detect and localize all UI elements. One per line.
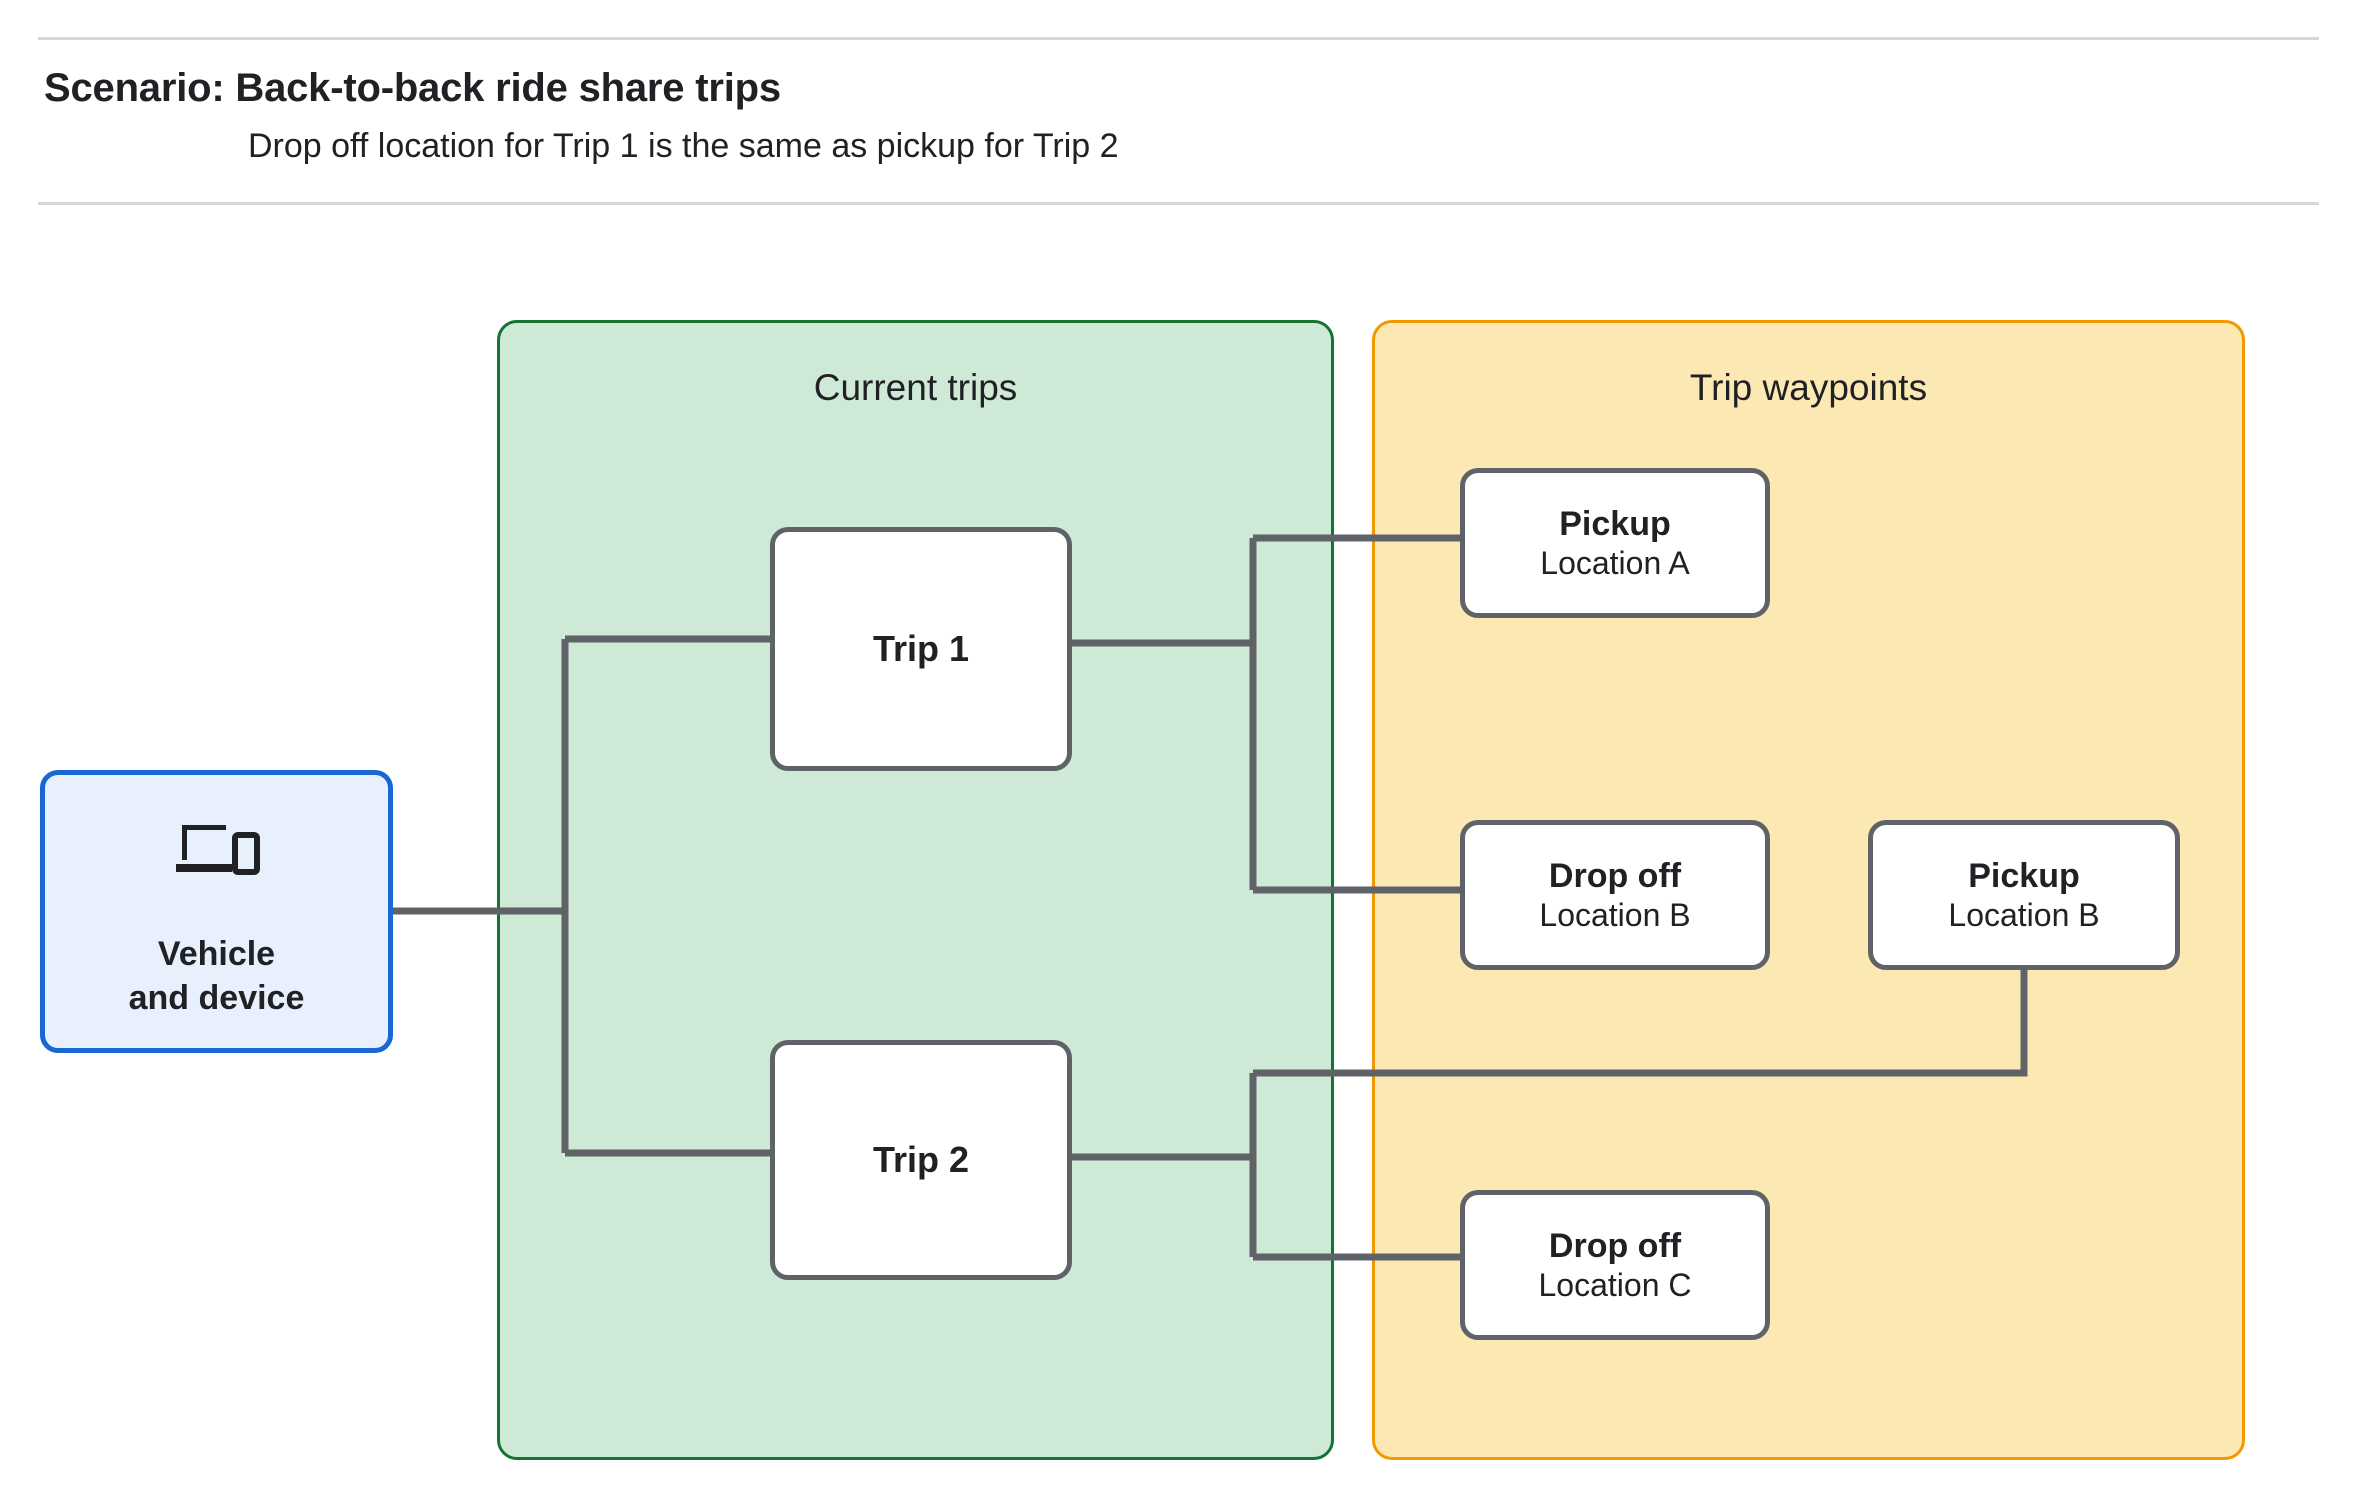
laptop-and-phone-icon bbox=[175, 825, 260, 875]
vehicle-and-device-label: Vehicle and device bbox=[128, 935, 305, 1017]
node-trip-1[interactable]: Trip 1 bbox=[770, 527, 1072, 771]
node-vehicle-and-device[interactable]: Vehicle and device bbox=[40, 770, 393, 1053]
waypoint-location-label: Location B bbox=[1539, 896, 1691, 933]
waypoint-location-label: Location A bbox=[1540, 544, 1690, 581]
node-waypoint-dropoff-location-b[interactable]: Drop off Location B bbox=[1460, 820, 1770, 970]
node-trip-2-label: Trip 2 bbox=[872, 1139, 970, 1180]
node-trip-2[interactable]: Trip 2 bbox=[770, 1040, 1072, 1280]
waypoint-type-label: Pickup bbox=[1559, 504, 1671, 543]
panel-current-trips-title: Current trips bbox=[813, 367, 1018, 408]
waypoint-location-label: Location C bbox=[1538, 1266, 1692, 1303]
node-waypoint-dropoff-location-c[interactable]: Drop off Location C bbox=[1460, 1190, 1770, 1340]
waypoint-type-label: Drop off bbox=[1548, 1226, 1682, 1265]
page-title: Scenario: Back-to-back ride share trips bbox=[44, 66, 781, 110]
header-divider-bottom bbox=[38, 202, 2319, 205]
panel-current-trips: Current trips bbox=[497, 320, 1334, 1460]
panel-trip-waypoints-title: Trip waypoints bbox=[1689, 367, 1928, 408]
node-waypoint-pickup-location-b[interactable]: Pickup Location B bbox=[1868, 820, 2180, 970]
waypoint-type-label: Drop off bbox=[1548, 856, 1682, 895]
waypoint-location-label: Location B bbox=[1948, 896, 2100, 933]
node-waypoint-pickup-location-a[interactable]: Pickup Location A bbox=[1460, 468, 1770, 618]
page-subtitle: Drop off location for Trip 1 is the same… bbox=[248, 127, 1119, 165]
waypoint-type-label: Pickup bbox=[1968, 856, 2080, 895]
node-trip-1-label: Trip 1 bbox=[872, 628, 970, 669]
header-divider-top bbox=[38, 37, 2319, 40]
